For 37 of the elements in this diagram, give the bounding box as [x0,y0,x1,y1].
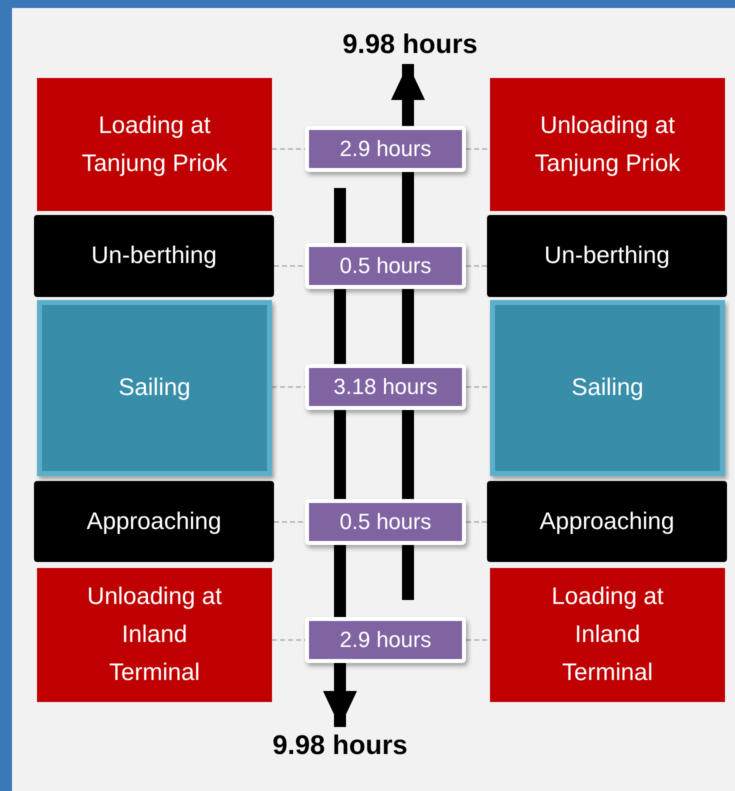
process-box [37,78,272,211]
step-label: Loading at Inland Terminal [550,582,665,688]
process-box [490,78,725,211]
connector-line [272,639,305,641]
connector-line [466,639,490,641]
duration-label: 2.9 hours [309,621,462,659]
step-label: Approaching [540,506,674,536]
connector-line [274,265,305,267]
step-label: Sailing [571,373,644,403]
connector-line [274,521,305,523]
process-box [37,568,272,702]
step-label: Loading at Tanjung Priok [80,110,228,178]
connector-line [466,386,490,388]
step-label: Un-berthing [544,241,670,271]
process-box [490,300,725,476]
process-box [487,215,727,297]
duration-label: 2.9 hours [309,130,462,168]
step-label: Unloading at Tanjung Priok [534,110,682,178]
process-box [34,215,274,297]
process-box [487,481,727,562]
duration-text: 9.98 hours [272,729,408,762]
duration-text: 9.98 hours [342,28,478,62]
process-box [34,481,274,562]
step-label: Unloading at Inland Terminal [86,582,223,688]
duration-label: 3.18 hours [309,368,462,406]
connector-line [466,148,490,150]
connector-line [466,265,487,267]
step-label: Approaching [86,506,222,536]
step-label: Sailing [118,373,191,403]
duration-label: 0.5 hours [309,503,462,541]
connector-line [272,386,305,388]
process-box [490,568,725,702]
step-label: Un-berthing [91,241,217,271]
duration-label: 0.5 hours [309,247,462,285]
connector-line [466,521,487,523]
process-box [37,300,272,476]
connector-line [272,148,305,150]
